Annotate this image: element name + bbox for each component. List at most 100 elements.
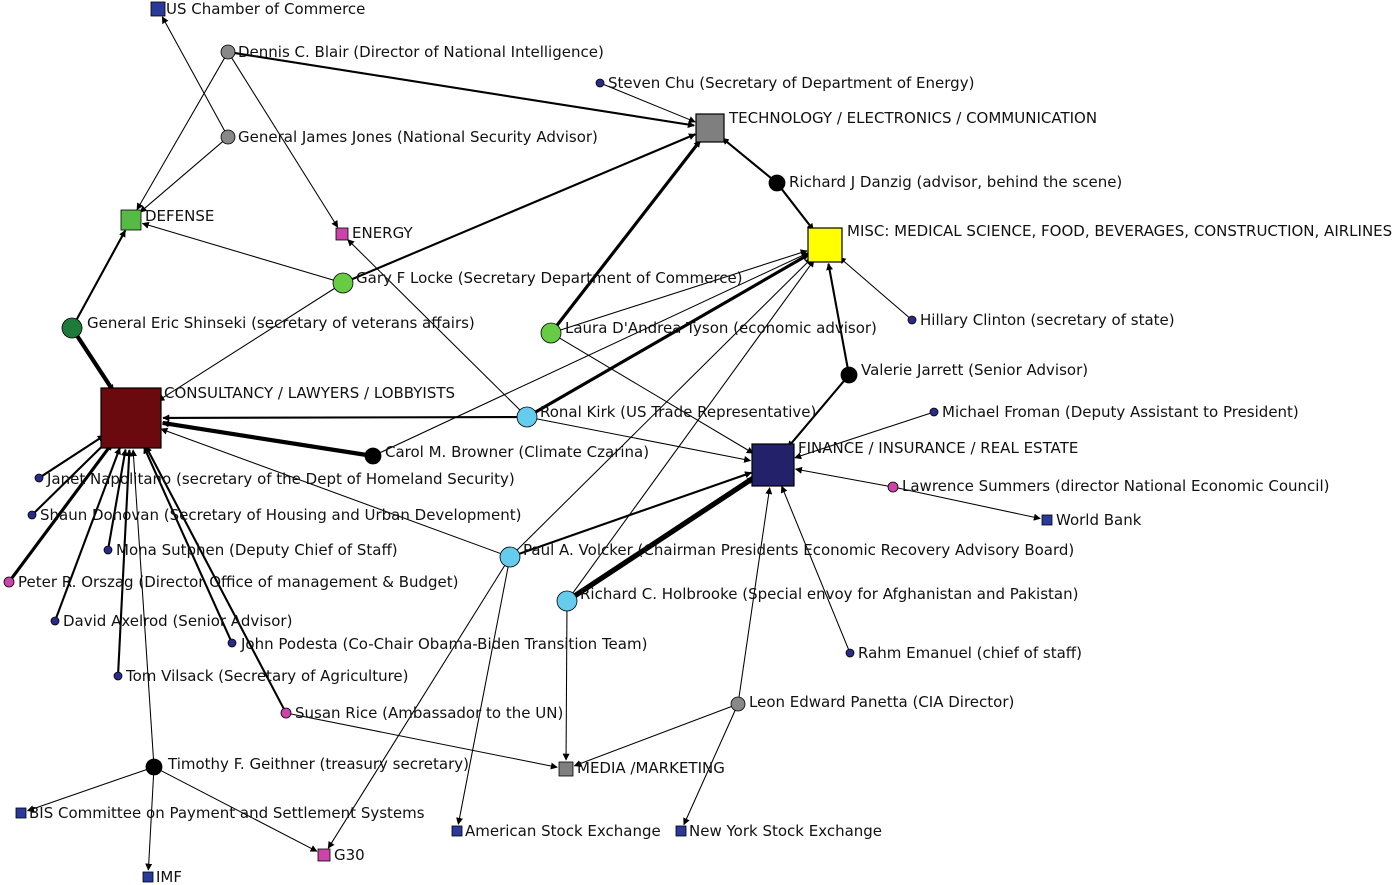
edge-blair-to-tech	[234, 52, 695, 128]
label-tech: TECHNOLOGY / ELECTRONICS / COMMUNICATION	[728, 109, 1097, 127]
node-defense	[120, 209, 142, 231]
edge-locke-to-consult	[157, 287, 335, 402]
node-donovan	[27, 510, 37, 520]
edge-browner-to-misc	[380, 252, 809, 454]
node-summers	[887, 481, 899, 493]
edge-holbrooke-to-media	[562, 610, 570, 761]
label-emanuel: Rahm Emanuel (chief of staff)	[858, 644, 1082, 662]
node-jarrett	[840, 366, 858, 384]
label-jarrett: Valerie Jarrett (Senior Advisor)	[861, 361, 1088, 379]
edge-jones-to-defense	[139, 141, 224, 213]
edge-holbrooke-to-misc	[572, 259, 815, 594]
edge-tyson-to-misc	[560, 249, 808, 331]
node-nyse	[675, 825, 687, 837]
label-misc: MISC: MEDICAL SCIENCE, FOOD, BEVERAGES, …	[847, 222, 1392, 240]
label-volcker: Paul A. Volcker (Chairman Presidents Eco…	[523, 541, 1074, 559]
edge-danzig-to-misc	[781, 188, 815, 231]
edge-clinton-to-misc	[838, 256, 910, 318]
node-danzig	[768, 174, 786, 192]
node-clinton	[907, 315, 917, 325]
edge-jarrett-to-finance	[787, 380, 845, 449]
node-media	[558, 761, 574, 777]
edge-volcker-to-g30	[327, 565, 506, 849]
node-tyson	[540, 322, 562, 344]
edge-volcker-to-amex	[456, 566, 509, 825]
node-uscc	[150, 1, 166, 17]
label-media: MEDIA /MARKETING	[577, 759, 725, 777]
edge-napolitano-to-consult	[41, 434, 105, 477]
node-volcker	[499, 546, 521, 568]
node-axelrod	[50, 616, 60, 626]
label-napolitano: Janet Napolitano (secretary of the Dept …	[46, 470, 515, 488]
node-shinseki	[61, 317, 83, 339]
node-orszag	[3, 576, 15, 588]
label-sutphen: Mona Sutphen (Deputy Chief of Staff)	[116, 541, 398, 559]
label-geithner: Timothy F. Geithner (treasury secretary)	[167, 755, 469, 773]
node-browner	[364, 447, 382, 465]
label-chu: Steven Chu (Secretary of Department of E…	[608, 74, 974, 92]
edge-panetta-to-nyse	[683, 710, 736, 826]
label-amex: American Stock Exchange	[465, 822, 661, 840]
edge-locke-to-defense	[141, 221, 334, 281]
label-panetta: Leon Edward Panetta (CIA Director)	[749, 693, 1014, 711]
edge-danzig-to-tech	[721, 137, 772, 179]
label-imf: IMF	[156, 868, 182, 885]
edge-emanuel-to-finance	[780, 485, 849, 650]
node-froman	[929, 407, 939, 417]
label-defense: DEFENSE	[145, 207, 214, 225]
node-sutphen	[103, 545, 113, 555]
node-misc	[807, 227, 843, 263]
edge-volcker-to-consult	[160, 427, 501, 555]
edge-volcker-to-misc	[516, 257, 812, 551]
label-orszag: Peter R. Orszag (Director Office of mana…	[18, 573, 459, 591]
edge-geithner-to-g30	[160, 770, 318, 852]
label-axelrod: David Axelrod (Senior Advisor)	[63, 612, 292, 630]
edge-summers-to-worldbank	[897, 487, 1041, 521]
edge-froman-to-finance	[794, 412, 931, 460]
edge-chu-to-tech	[603, 84, 696, 123]
label-summers: Lawrence Summers (director National Econ…	[902, 477, 1329, 495]
label-energy: ENERGY	[352, 224, 413, 242]
label-jones: General James Jones (National Security A…	[238, 128, 598, 146]
edge-kirk-to-consult	[162, 414, 518, 422]
edge-blair-to-defense	[136, 57, 225, 211]
edge-kirk-to-energy	[347, 239, 521, 411]
node-napolitano	[34, 473, 44, 483]
node-bis	[15, 807, 27, 819]
node-vilsack	[113, 671, 123, 681]
label-donovan: Shaun Donovan (Secretary of Housing and …	[40, 506, 521, 524]
node-worldbank	[1041, 514, 1053, 526]
edge-blair-to-energy	[231, 57, 339, 228]
node-geithner	[145, 758, 163, 776]
edge-jones-to-uscc	[161, 16, 226, 132]
edge-rice-to-consult	[144, 445, 285, 710]
label-rice: Susan Rice (Ambassador to the UN)	[295, 704, 563, 722]
label-uscc: US Chamber of Commerce	[166, 0, 365, 18]
label-froman: Michael Froman (Deputy Assistant to Pres…	[942, 403, 1299, 421]
edge-jarrett-to-misc	[826, 262, 849, 368]
edge-tyson-to-tech	[555, 139, 702, 327]
edge-tyson-to-finance	[559, 337, 754, 454]
label-worldbank: World Bank	[1056, 511, 1142, 529]
edge-vilsack-to-consult	[117, 449, 133, 673]
label-nyse: New York Stock Exchange	[689, 822, 882, 840]
nodes-layer	[3, 1, 1053, 883]
edges-layer	[10, 16, 1041, 871]
label-finance: FINANCE / INSURANCE / REAL ESTATE	[798, 439, 1078, 457]
edge-donovan-to-consult	[34, 439, 109, 513]
edge-holbrooke-to-finance	[573, 475, 756, 598]
label-tyson: Laura D'Andrea Tyson (economic advisor)	[565, 319, 877, 337]
node-finance	[751, 443, 795, 487]
label-shinseki: General Eric Shinseki (secretary of vete…	[87, 314, 475, 332]
node-emanuel	[845, 648, 855, 658]
edge-kirk-to-misc	[534, 253, 810, 414]
label-locke: Gary F Locke (Secretary Department of Co…	[356, 269, 743, 287]
node-rice	[280, 707, 292, 719]
edge-podesta-to-consult	[143, 446, 232, 640]
node-panetta	[730, 696, 746, 712]
node-locke	[332, 272, 354, 294]
node-kirk	[516, 406, 538, 428]
node-consult	[100, 387, 162, 449]
